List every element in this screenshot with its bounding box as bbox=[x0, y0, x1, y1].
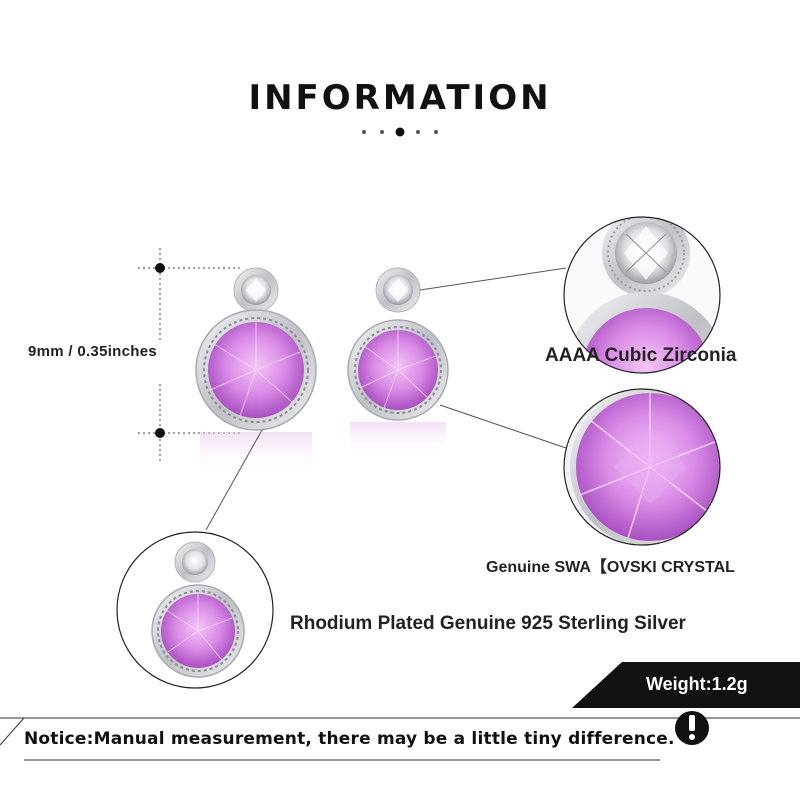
zoom-circle-crystal bbox=[563, 388, 721, 546]
zoom-circle-cubic-zirconia bbox=[563, 216, 721, 374]
zoom-circle-silver bbox=[116, 531, 274, 689]
dimension-label: 9mm / 0.35inches bbox=[28, 343, 158, 360]
crystal-label: Genuine SWA【OVSKI CRYSTAL bbox=[486, 559, 735, 576]
page-title: INFORMATION bbox=[248, 78, 552, 118]
title-divider-dots bbox=[362, 127, 438, 137]
exclamation-icon bbox=[675, 711, 709, 745]
leader-lines bbox=[205, 267, 567, 531]
notice-bar bbox=[0, 717, 800, 761]
earring-right bbox=[347, 267, 449, 456]
earring-left bbox=[195, 267, 317, 472]
dimension-markers bbox=[138, 248, 240, 462]
weight-badge bbox=[572, 662, 800, 708]
silver-label: Rhodium Plated Genuine 925 Sterling Silv… bbox=[290, 613, 686, 634]
cubic-zirconia-label: AAAA Cubic Zirconia bbox=[545, 345, 737, 366]
weight-label: Weight:1.2g bbox=[646, 674, 748, 694]
notice-text: Notice:Manual measurement, there may be … bbox=[24, 729, 675, 749]
